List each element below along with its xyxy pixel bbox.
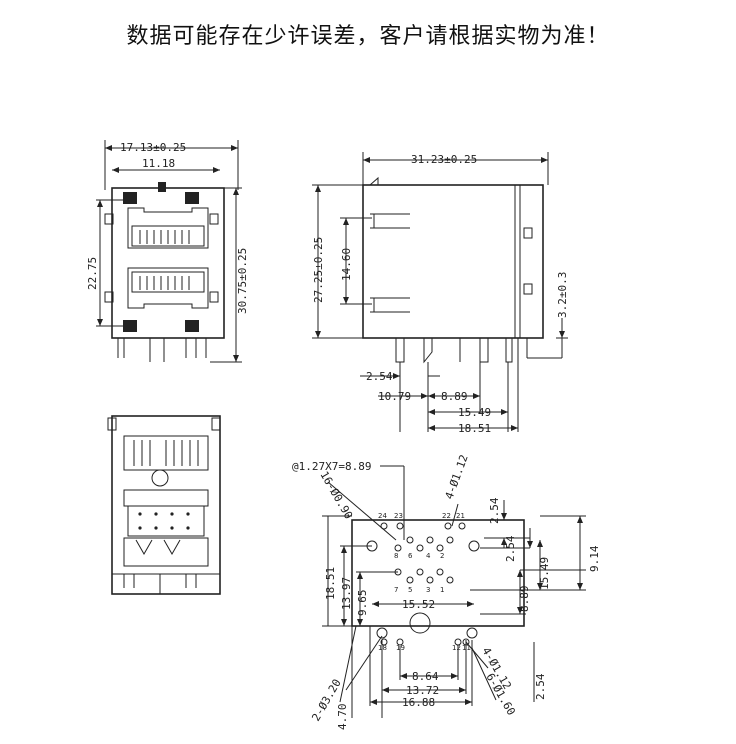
dim-side-height: 27.25±0.25 (312, 237, 325, 303)
dim-fp-15-52: 15.52 (402, 598, 435, 611)
dim-side-15-49: 15.49 (458, 406, 491, 419)
pin-label-21: 21 (456, 512, 465, 520)
dim-front-inner-width: 11.18 (142, 157, 175, 170)
pin-label-4: 4 (426, 552, 431, 560)
dim-side-port-pitch: 14.60 (340, 248, 353, 281)
dim-fp-9-65: 9.65 (356, 590, 369, 617)
pin-label-12: 12 (452, 644, 461, 652)
pin-label-7: 7 (394, 586, 398, 594)
pin-label-1: 1 (440, 586, 444, 594)
pin-label-5: 5 (408, 586, 412, 594)
pin-label-2: 2 (440, 552, 444, 560)
pin-label-6: 6 (408, 552, 413, 560)
dim-side-10-79: 10.79 (378, 390, 411, 403)
front-view: 17.13±0.25 11.18 (86, 140, 249, 363)
dim-fp-9-14: 9.14 (588, 545, 601, 572)
dim-fp-4-70: 4.70 (336, 704, 349, 731)
pcb-footprint: @1.27X7=8.89 16-Ø0.90 4-Ø1.12 (292, 453, 601, 730)
dim-side-18-51: 18.51 (458, 422, 491, 435)
note-pitch: @1.27X7=8.89 (292, 460, 371, 473)
dim-fp-13-97: 13.97 (340, 577, 353, 610)
dim-fp-8-64: 8.64 (412, 670, 439, 683)
notice-title: 数据可能存在少许误差，客户请根据实物为准！ (126, 24, 610, 49)
dim-side-length: 31.23±0.25 (411, 153, 477, 166)
dim-fp-18-51: 18.51 (324, 567, 337, 600)
note-4-holes-top: 4-Ø1.12 (443, 453, 471, 501)
dim-fp-13-72: 13.72 (406, 684, 439, 697)
dim-side-8-89: 8.89 (441, 390, 468, 403)
dim-side-standoff: 3.2±0.3 (556, 272, 569, 318)
dim-front-height: 30.75±0.25 (236, 248, 249, 314)
dim-fp-2-54-top: 2.54 (488, 497, 501, 524)
dim-fp-16-88: 16.88 (402, 696, 435, 709)
side-view: 31.23±0.25 27.25±0.25 14.60 3.2±0.3 (312, 152, 569, 435)
dim-front-inner-height: 22.75 (86, 257, 99, 290)
dim-fp-2-54-mid: 2.54 (504, 535, 517, 562)
pin-label-23: 23 (394, 512, 403, 520)
dim-fp-15-49: 15.49 (538, 557, 551, 590)
dim-side-2-54: 2.54 (366, 370, 393, 383)
dim-front-width: 17.13±0.25 (120, 141, 186, 154)
pin-label-3: 3 (426, 586, 430, 594)
bottom-view (107, 415, 221, 595)
pin-label-8: 8 (394, 552, 398, 560)
dim-fp-8-89: 8.89 (518, 586, 531, 613)
pin-label-24: 24 (378, 512, 387, 520)
note-16-holes: 16-Ø0.90 (317, 469, 355, 521)
dim-fp-2-54-bot: 2.54 (534, 673, 547, 700)
pin-label-22: 22 (442, 512, 451, 520)
